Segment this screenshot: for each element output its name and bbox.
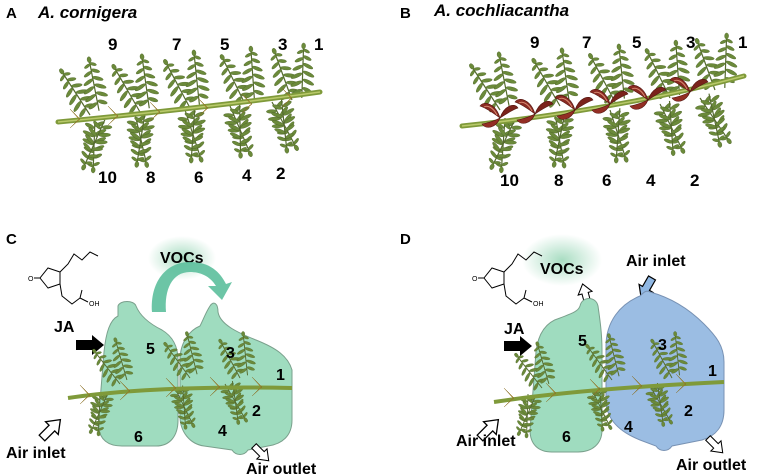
panel-d: D VOCs Air inlet O OH JA [400,231,747,474]
leaf-number: 7 [172,35,181,54]
leaf-numbers-b-bottom: 10 8 6 4 2 [500,171,699,190]
leaf-number: 6 [194,168,203,187]
leaf-number: 9 [530,33,539,52]
transfer-arrow [151,262,232,312]
leaf-number: 4 [646,171,656,190]
chamber-right [179,302,293,455]
chem-oh: OH [89,301,100,308]
vocs-label: VOCs [540,261,584,278]
leaf-numbers-a-top: 9 7 5 3 1 [108,35,323,54]
chamber-leaf-6: 6 [562,429,571,446]
ja-arrow [504,336,532,356]
leaf-number: 3 [278,35,287,54]
air-inlet-top-label: Air inlet [626,253,686,270]
leaf-number: 9 [108,35,117,54]
air-outlet-label: Air outlet [246,461,317,476]
ja-molecule: O OH [472,251,544,308]
ja-molecule: O OH [28,251,100,308]
leaf-number: 2 [276,164,285,183]
plant-a [48,38,327,178]
chem-o: O [28,276,34,283]
leaf-number: 1 [738,33,747,52]
chamber-leaf-4: 4 [218,423,227,440]
species-title-a: A. cornigera [37,3,137,22]
leaf-number: 4 [242,166,252,185]
leaf-number: 7 [582,33,591,52]
air-inlet-label: Air inlet [6,445,66,462]
leaf-number: 10 [500,171,519,190]
air-outlet-label: Air outlet [676,457,747,474]
chamber-leaf-4: 4 [624,419,633,436]
plant-b [458,28,750,178]
chamber-leaf-3: 3 [226,345,235,362]
leaf-number: 8 [554,171,563,190]
chamber-leaf-6: 6 [134,429,143,446]
panel-letter-a: A [6,5,17,22]
chem-oh: OH [533,301,544,308]
panel-b: B A. cochliacantha 9 7 5 3 [400,1,750,190]
chamber-leaf-3: 3 [658,337,667,354]
leaf-number: 2 [690,171,699,190]
leaf-numbers-a-bottom: 10 8 6 4 2 [98,164,285,187]
leaf-number: 5 [220,35,229,54]
chamber-left [529,298,603,453]
panel-letter-d: D [400,231,411,248]
ja-label: JA [54,319,75,336]
species-title-b: A. cochliacantha [433,1,569,20]
chamber-leaf-1: 1 [276,367,285,384]
air-inlet-arrow [34,412,68,446]
voc-cloud [522,234,602,286]
leaf-number: 3 [686,33,695,52]
plant-c [67,325,293,439]
panel-letter-c: C [6,231,17,248]
chamber-leaf-5: 5 [578,333,587,350]
chamber-left [97,301,179,447]
leaf-number: 10 [98,168,117,187]
chem-o: O [472,276,478,283]
chamber-leaf-5: 5 [146,341,155,358]
plant-d [493,326,725,441]
leaf-number: 1 [314,35,323,54]
leaf-number: 8 [146,168,155,187]
ja-label: JA [504,321,525,338]
leaf-number: 5 [632,33,641,52]
leaf-numbers-b-top: 9 7 5 3 1 [530,33,747,52]
chamber-leaf-2: 2 [684,403,693,420]
chamber-right [605,290,725,451]
chamber-leaf-1: 1 [708,363,717,380]
panel-letter-b: B [400,5,411,22]
leaf-number: 6 [602,171,611,190]
chamber-leaf-2: 2 [252,403,261,420]
panel-c: C VOCs O OH JA [6,231,317,476]
air-inlet-label: Air inlet [456,433,516,450]
panel-a: A A. cornigera [6,3,327,187]
